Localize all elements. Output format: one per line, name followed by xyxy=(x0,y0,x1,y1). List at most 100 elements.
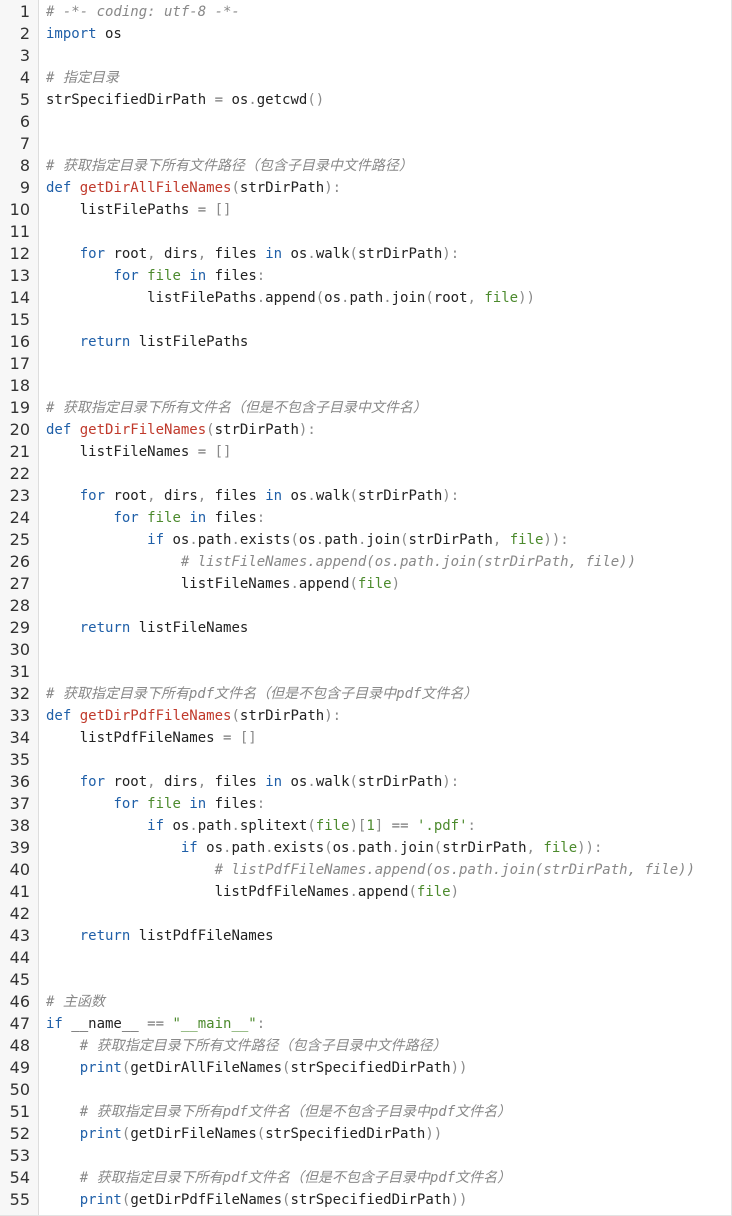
code-token: . xyxy=(349,840,358,856)
line-number: 2 xyxy=(19,24,30,43)
code-token: # 指定目录 xyxy=(46,70,119,86)
code-line[interactable]: 48 # 获取指定目录下所有文件路径（包含子目录中文件路径） xyxy=(0,1035,731,1057)
line-number: 9 xyxy=(19,178,30,197)
code-line[interactable]: 36 for root, dirs, files in os.walk(strD… xyxy=(0,771,731,793)
code-token: ): xyxy=(442,246,460,262)
code-line[interactable]: 6 xyxy=(0,111,731,133)
code-token: file xyxy=(357,576,392,592)
line-number: 35 xyxy=(9,750,30,769)
line-number: 37 xyxy=(9,794,30,813)
code-line[interactable]: 51 # 获取指定目录下所有pdf文件名（但是不包含子目录中pdf文件名） xyxy=(0,1101,731,1123)
code-line[interactable]: 17 xyxy=(0,353,731,375)
code-token: )[ xyxy=(349,818,367,834)
line-number: 3 xyxy=(19,46,30,65)
code-line[interactable]: 41 listPdfFileNames.append(file) xyxy=(0,881,731,903)
code-token: splitext xyxy=(239,818,308,834)
code-line[interactable]: 53 xyxy=(0,1145,731,1167)
code-line[interactable]: 26 # listFileNames.append(os.path.join(s… xyxy=(0,551,731,573)
code-token: exists xyxy=(239,532,291,548)
code-line[interactable]: 21 listFileNames = [] xyxy=(0,441,731,463)
line-source: listFileNames = [] xyxy=(46,441,232,463)
code-token xyxy=(409,818,417,834)
code-line[interactable]: 52 print(getDirFileNames(strSpecifiedDir… xyxy=(0,1123,731,1145)
code-token: # 获取指定目录下所有pdf文件名（但是不包含子目录中pdf文件名） xyxy=(79,1104,512,1120)
code-line[interactable]: 28 xyxy=(0,595,731,617)
code-line[interactable]: 30 xyxy=(0,639,731,661)
code-token: strDirPath xyxy=(239,708,325,724)
code-line[interactable]: 43 return listPdfFileNames xyxy=(0,925,731,947)
code-line[interactable]: 37 for file in files: xyxy=(0,793,731,815)
code-line[interactable]: 12 for root, dirs, files in os.walk(strD… xyxy=(0,243,731,265)
code-line[interactable]: 34 listPdfFileNames = [] xyxy=(0,727,731,749)
code-token: os xyxy=(164,532,190,548)
code-line[interactable]: 32# 获取指定目录下所有pdf文件名（但是不包含子目录中pdf文件名） xyxy=(0,683,731,705)
code-line[interactable]: 25 if os.path.exists(os.path.join(strDir… xyxy=(0,529,731,551)
code-line[interactable]: 29 return listFileNames xyxy=(0,617,731,639)
code-line[interactable]: 54 # 获取指定目录下所有pdf文件名（但是不包含子目录中pdf文件名） xyxy=(0,1167,731,1189)
code-line[interactable]: 16 return listFilePaths xyxy=(0,331,731,353)
line-number: 39 xyxy=(9,838,30,857)
code-token xyxy=(46,246,80,262)
code-token: for xyxy=(113,510,139,526)
code-line[interactable]: 19# 获取指定目录下所有文件名（但是不包含子目录中文件名） xyxy=(0,397,731,419)
code-line[interactable]: 44 xyxy=(0,947,731,969)
code-line[interactable]: 49 print(getDirAllFileNames(strSpecified… xyxy=(0,1057,731,1079)
code-line[interactable]: 35 xyxy=(0,749,731,771)
code-token: root xyxy=(105,488,148,504)
code-line[interactable]: 23 for root, dirs, files in os.walk(strD… xyxy=(0,485,731,507)
code-token: : xyxy=(256,1016,266,1032)
code-token xyxy=(46,620,80,636)
code-token: == xyxy=(391,818,409,834)
line-number: 51 xyxy=(9,1102,30,1121)
code-line[interactable]: 38 if os.path.splitext(file)[1] == '.pdf… xyxy=(0,815,731,837)
code-token: strSpecifiedDirPath xyxy=(290,1192,451,1208)
code-line[interactable]: 55 print(getDirPdfFileNames(strSpecified… xyxy=(0,1189,731,1211)
code-line[interactable]: 1# -*- coding: utf-8 -*- xyxy=(0,1,731,23)
code-token: . xyxy=(265,840,274,856)
code-token: )) xyxy=(518,290,535,306)
code-line[interactable]: 50 xyxy=(0,1079,731,1101)
code-line[interactable]: 15 xyxy=(0,309,731,331)
code-line[interactable]: 46 # 主函数 xyxy=(0,991,731,1013)
line-source: return listFileNames xyxy=(46,617,249,639)
line-source: # 获取指定目录下所有文件路径（包含子目录中文件路径） xyxy=(46,1035,447,1057)
code-token: print xyxy=(79,1126,122,1142)
code-line[interactable]: 4# 指定目录 xyxy=(0,67,731,89)
code-token: os xyxy=(197,840,224,856)
line-number: 46 xyxy=(9,992,30,1011)
code-line[interactable]: 42 xyxy=(0,903,731,925)
code-line[interactable]: 31 xyxy=(0,661,731,683)
code-token: path xyxy=(197,818,232,834)
code-line[interactable]: 27 listFileNames.append(file) xyxy=(0,573,731,595)
line-source: # 主函数 xyxy=(46,991,105,1013)
code-token: join xyxy=(391,290,426,306)
line-source: # 获取指定目录下所有pdf文件名（但是不包含子目录中pdf文件名） xyxy=(46,683,477,705)
code-token: strDirPath xyxy=(357,774,443,790)
code-line[interactable]: 39 if os.path.exists(os.path.join(strDir… xyxy=(0,837,731,859)
code-line[interactable]: 11 xyxy=(0,221,731,243)
code-line[interactable]: 13 for file in files: xyxy=(0,265,731,287)
code-line[interactable]: 40 # listPdfFileNames.append(os.path.joi… xyxy=(0,859,731,881)
code-line[interactable]: 24 for file in files: xyxy=(0,507,731,529)
code-line[interactable]: 45 xyxy=(0,969,731,991)
code-line[interactable]: 10 listFilePaths = [] xyxy=(0,199,731,221)
code-token: : xyxy=(256,796,266,812)
code-token: strDirPath xyxy=(239,180,325,196)
code-line[interactable]: 7 xyxy=(0,133,731,155)
code-line[interactable]: 8# 获取指定目录下所有文件路径（包含子目录中文件路径） xyxy=(0,155,731,177)
code-token: '.pdf' xyxy=(416,818,468,834)
code-line[interactable]: 22 xyxy=(0,463,731,485)
code-line[interactable]: 18 xyxy=(0,375,731,397)
code-line[interactable]: 14 listFilePaths.append(os.path.join(roo… xyxy=(0,287,731,309)
line-source: listFilePaths.append(os.path.join(root, … xyxy=(46,287,535,309)
code-line[interactable]: 3 xyxy=(0,45,731,67)
code-token: os xyxy=(282,246,308,262)
